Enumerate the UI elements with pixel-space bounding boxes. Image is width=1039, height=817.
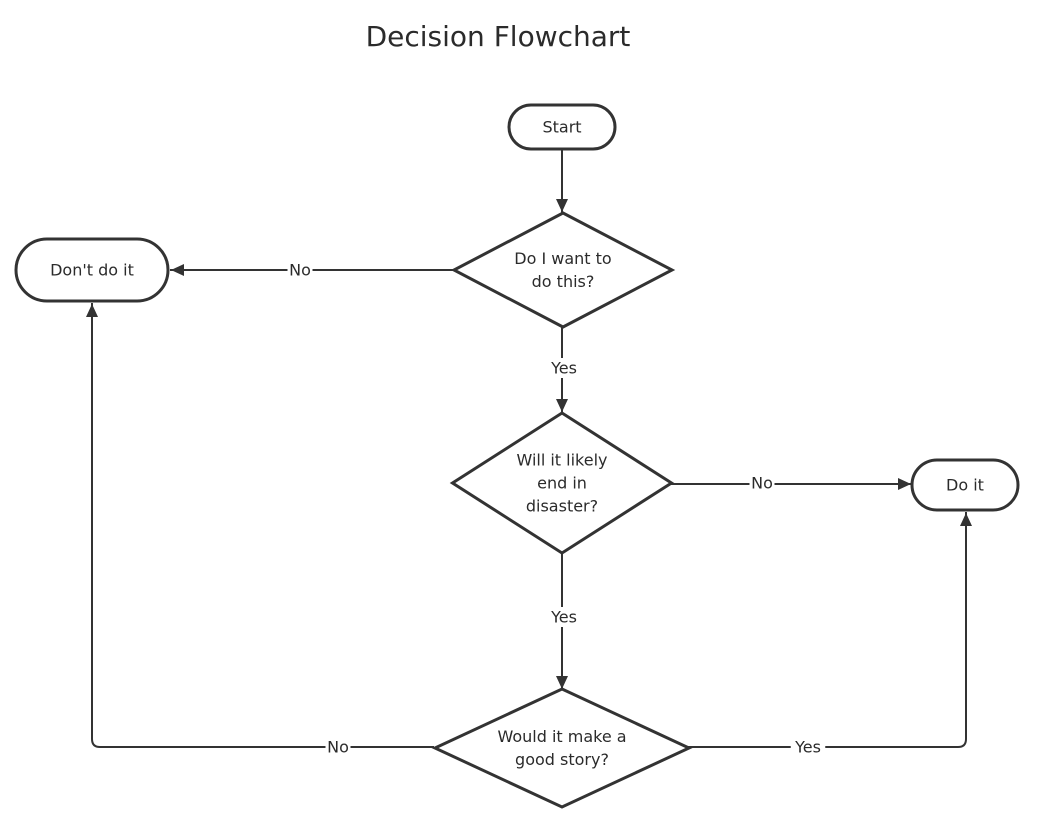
node-dont-do-it: Don't do it <box>14 237 170 303</box>
do-it-shape <box>910 458 1020 512</box>
edge-label: Yes <box>550 359 577 378</box>
edge-label-background <box>546 607 582 627</box>
edge-disaster-yes: Yes <box>546 552 582 690</box>
edge-label-background <box>546 358 582 378</box>
edge-want-no: No <box>170 260 456 280</box>
edge-want-yes: Yes <box>546 326 582 413</box>
edge-label-background <box>287 260 313 280</box>
edge-label: Yes <box>550 608 577 627</box>
arrowhead-icon <box>556 676 568 689</box>
arrowhead-icon <box>556 199 568 212</box>
edge-label: Yes <box>794 738 821 757</box>
edge-label-background <box>749 473 775 493</box>
start-shape <box>507 103 617 151</box>
edge-disaster-no: No <box>671 473 912 493</box>
want-to-do-shape <box>450 211 676 329</box>
diagram-title: Decision Flowchart <box>365 20 631 53</box>
good-story-shape <box>431 687 693 809</box>
arrowhead-icon <box>86 304 98 317</box>
edge-label: No <box>327 738 349 757</box>
edge-label-background <box>325 737 351 757</box>
node-label: Don't do it <box>50 261 134 280</box>
edge-label: No <box>289 261 311 280</box>
edge-start-to-want <box>556 149 568 213</box>
edge-label-background <box>790 737 826 757</box>
dont-do-it-shape <box>14 237 170 303</box>
edge-label: No <box>751 474 773 493</box>
node-label: Do it <box>946 476 984 495</box>
arrowhead-icon <box>556 399 568 412</box>
arrowhead-icon <box>960 513 972 526</box>
arrowhead-icon <box>171 264 184 276</box>
node-do-it: Do it <box>910 458 1020 512</box>
arrowhead-icon <box>898 478 911 490</box>
node-start: Start <box>507 103 617 151</box>
node-label: Start <box>542 118 581 137</box>
edge-story-yes: Yes <box>686 512 972 757</box>
end-in-disaster-shape <box>449 411 675 555</box>
edge-story-no: No <box>86 303 434 757</box>
